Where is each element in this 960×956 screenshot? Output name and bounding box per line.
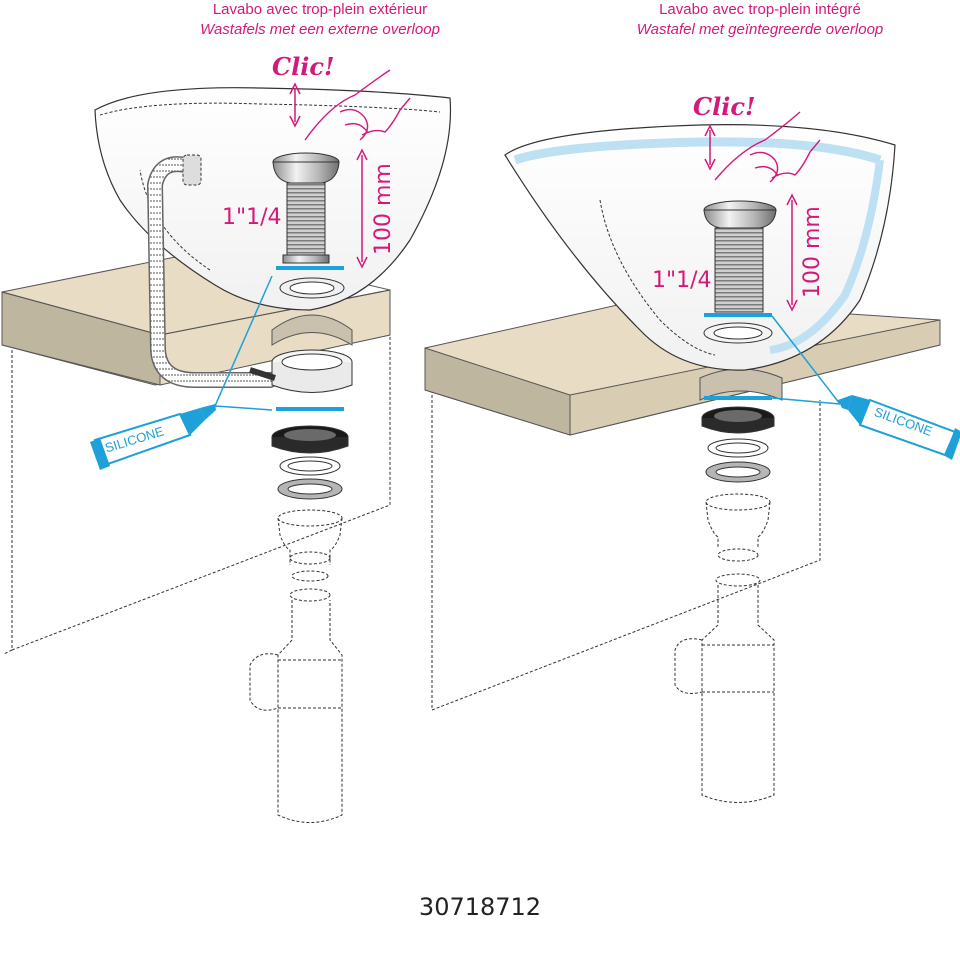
right-silicone-tube [771, 315, 960, 460]
right-clic-label: Clic! [693, 92, 756, 121]
right-seal-rings [701, 406, 775, 483]
product-code: 30718712 [418, 893, 542, 921]
left-height-label: 100 mm [371, 163, 396, 255]
left-clic-label: Clic! [272, 52, 335, 81]
left-silicone-tube [90, 275, 273, 470]
left-waste-plug [272, 152, 340, 264]
left-cabinet [3, 330, 391, 655]
left-seal-rings [271, 425, 349, 500]
right-height-label: 100 mm [800, 206, 825, 298]
title-right-nl: Wastafel met geïntegreerde overloop [636, 21, 884, 38]
left-trap-dashed [249, 509, 343, 823]
right-basin [504, 124, 896, 371]
right-scene [424, 111, 960, 803]
title-right-fr: Lavabo avec trop-plein intégré [659, 1, 861, 18]
right-thread-size: 1"1/4 [652, 268, 712, 293]
title-right: Lavabo avec trop-plein intégré Wastafel … [560, 0, 960, 40]
title-left: Lavabo avec trop-plein extérieur Wastafe… [90, 0, 550, 40]
right-hand-icon [714, 111, 821, 183]
right-waste-plug [703, 200, 777, 313]
title-left-fr: Lavabo avec trop-plein extérieur [212, 1, 428, 18]
left-thread-size: 1"1/4 [222, 205, 282, 230]
left-scene [1, 69, 452, 823]
right-cabinet [431, 385, 821, 711]
title-left-nl: Wastafels met een externe overloop [200, 21, 440, 38]
right-trap-dashed [674, 493, 775, 803]
left-hand-icon [304, 69, 411, 141]
